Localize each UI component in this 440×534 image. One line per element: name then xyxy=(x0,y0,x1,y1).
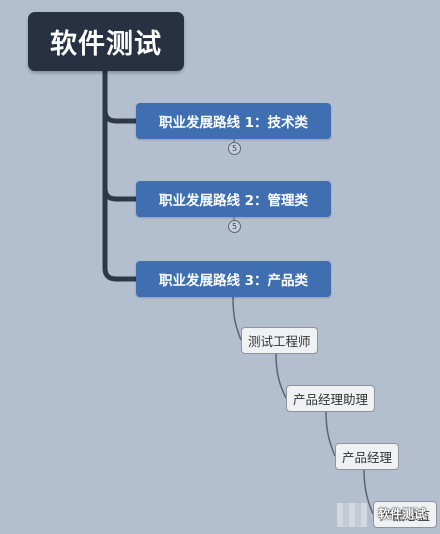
trunk-connector xyxy=(102,68,139,282)
root-node[interactable]: 软件测试 xyxy=(28,12,184,71)
watermark-label: 软件测试 xyxy=(378,507,427,521)
leaf-1-connector xyxy=(232,296,242,341)
collapse-badge-management[interactable]: 5 xyxy=(228,220,241,233)
collapse-badge-tech[interactable]: 5 xyxy=(228,142,241,155)
branch-node-tech[interactable]: 职业发展路线 1：技术类 xyxy=(136,103,331,139)
leaf-node-test-engineer[interactable]: 测试工程师 xyxy=(241,327,318,354)
leaf-node-product-director[interactable]: 产品总监 xyxy=(373,501,438,528)
leaf-2-connector xyxy=(275,353,287,399)
leaf-4-connector xyxy=(363,469,374,515)
branch-node-management[interactable]: 职业发展路线 2：管理类 xyxy=(136,181,331,217)
leaf-node-product-manager[interactable]: 产品经理 xyxy=(335,443,400,470)
watermark-thumbnail xyxy=(337,503,367,527)
leaf-3-connector xyxy=(325,411,336,457)
branch-2-connector xyxy=(102,187,136,202)
leaf-node-product-manager-assistant[interactable]: 产品经理助理 xyxy=(286,385,376,412)
branch-node-product[interactable]: 职业发展路线 3：产品类 xyxy=(136,261,331,297)
branch-1-connector xyxy=(102,109,136,124)
